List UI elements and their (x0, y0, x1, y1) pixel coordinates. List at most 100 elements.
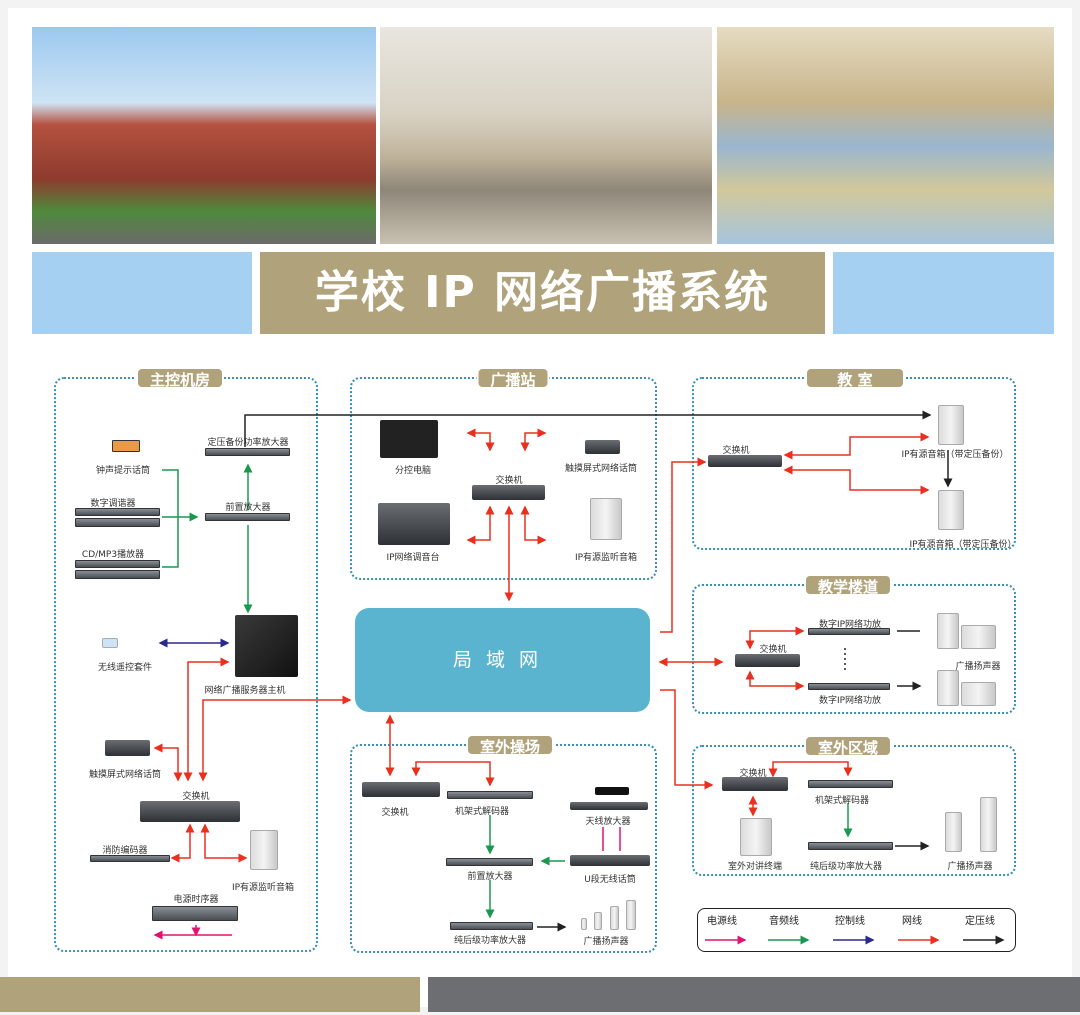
speaker-icon (961, 682, 996, 706)
speaker-icon (937, 670, 959, 706)
switch (472, 485, 545, 500)
switch (140, 801, 240, 822)
device-label: IP有源监听音箱 (231, 883, 295, 893)
intercom-terminal-icon (740, 818, 772, 856)
cd-player (75, 560, 160, 568)
section-title: 教 室 (805, 367, 905, 389)
section-title: 教学楼道 (803, 574, 893, 596)
antenna-amplifier (570, 802, 648, 810)
touch-microphone-icon (585, 440, 620, 454)
section-title: 主控机房 (135, 367, 225, 389)
computer-icon (380, 420, 438, 458)
device-label: 数字IP网络功放 (818, 620, 882, 630)
server-host-icon (235, 615, 298, 677)
device-label: 机架式解码器 (814, 796, 870, 806)
wireless-microphone-receiver (570, 855, 650, 866)
preamplifier (205, 513, 290, 521)
section-title: 室外操场 (465, 734, 555, 756)
legend (697, 908, 1016, 952)
speaker-icon (581, 918, 587, 930)
rack-decoder (447, 791, 533, 799)
section-title: 室外区域 (803, 735, 893, 757)
column-speaker-icon (945, 812, 962, 852)
photo-gym (717, 27, 1054, 244)
device-label: 钟声提示话筒 (95, 466, 151, 476)
banner-right (833, 252, 1054, 334)
ip-amplifier (808, 628, 890, 635)
preamplifier (446, 858, 533, 866)
mixer-icon (378, 503, 450, 545)
device-label: 广播扬声器 (583, 937, 629, 947)
device-label: 数字IP网络功放 (818, 696, 882, 706)
lan-network: 局域网 (355, 608, 650, 712)
footer-bar-left (0, 977, 420, 1012)
device-label: 分控电脑 (394, 466, 432, 476)
backup-amplifier (205, 448, 290, 456)
device-label: 交换机 (495, 476, 523, 486)
device-label: IP有源音箱（带定压备份） (901, 450, 1009, 460)
device-label: 纯后级功率放大器 (809, 862, 883, 872)
digital-tuner (75, 508, 160, 516)
legend-control-line: 控制线 (835, 916, 865, 927)
device-label: 交换机 (722, 446, 750, 456)
switch (735, 654, 800, 667)
device-label: 天线放大器 (585, 817, 631, 827)
device-label: 交换机 (759, 645, 787, 655)
device-label: IP有源音箱（带定压备份） (909, 540, 1017, 550)
device-label: 广播扬声器 (955, 662, 1001, 672)
monitor-speaker-icon (250, 830, 278, 870)
device-label: 触摸屏式网络话筒 (564, 464, 638, 474)
footer-bar-right (428, 977, 1080, 1012)
legend-audio-line: 音频线 (769, 916, 799, 927)
cd-player-base (75, 570, 160, 579)
device-label: 机架式解码器 (454, 807, 510, 817)
device-label: 纯后级功率放大器 (453, 936, 527, 946)
page-title: 学校 IP 网络广播系统 (260, 252, 825, 334)
device-label: 前置放大器 (467, 872, 513, 882)
device-label: U段无线话筒 (584, 875, 636, 885)
legend-voltage-line: 定压线 (965, 916, 995, 927)
switch (708, 455, 782, 467)
antenna-icon (595, 787, 629, 795)
device-label: 交换机 (739, 769, 767, 779)
legend-network-line: 网线 (902, 916, 922, 927)
banner-left (32, 252, 252, 334)
speaker-icon (961, 625, 996, 649)
device-label: 定压备份功率放大器 (207, 438, 289, 448)
digital-tuner-base (75, 518, 160, 527)
fire-encoder (90, 855, 170, 862)
device-label: IP有源监听音箱 (574, 553, 638, 563)
device-label: IP网络调音台 (386, 553, 440, 563)
ip-speaker-icon (938, 490, 964, 530)
device-label: 交换机 (381, 808, 409, 818)
device-label: 数字调谐器 (90, 499, 136, 509)
legend-power-line: 电源线 (707, 916, 737, 927)
power-amplifier (450, 922, 533, 930)
speaker-icon (594, 912, 602, 930)
device-label: 室外对讲终端 (727, 862, 783, 872)
device-label: 网络广播服务器主机 (204, 686, 286, 696)
monitor-speaker-icon (590, 498, 622, 540)
switch (362, 782, 440, 797)
speaker-icon (610, 906, 619, 930)
wireless-remote-icon (102, 638, 118, 648)
ip-amplifier (808, 683, 890, 690)
touch-microphone-icon (105, 740, 150, 756)
speaker-icon (937, 613, 959, 649)
switch (722, 777, 788, 791)
device-label: 无线遥控套件 (97, 663, 153, 673)
power-amplifier (808, 842, 893, 850)
speaker-icon (626, 900, 636, 930)
device-label: 触摸屏式网络话筒 (88, 770, 162, 780)
device-label: 交换机 (182, 792, 210, 802)
device-label: CD/MP3播放器 (81, 550, 145, 560)
bell-microphone-icon (112, 440, 140, 452)
device-label: 消防编码器 (102, 846, 148, 856)
section-title: 广播站 (476, 367, 550, 389)
photo-classroom (380, 27, 712, 244)
device-label: 前置放大器 (225, 503, 271, 513)
power-sequencer (152, 906, 238, 921)
ip-speaker-icon (938, 405, 964, 445)
column-speaker-icon (980, 797, 997, 852)
